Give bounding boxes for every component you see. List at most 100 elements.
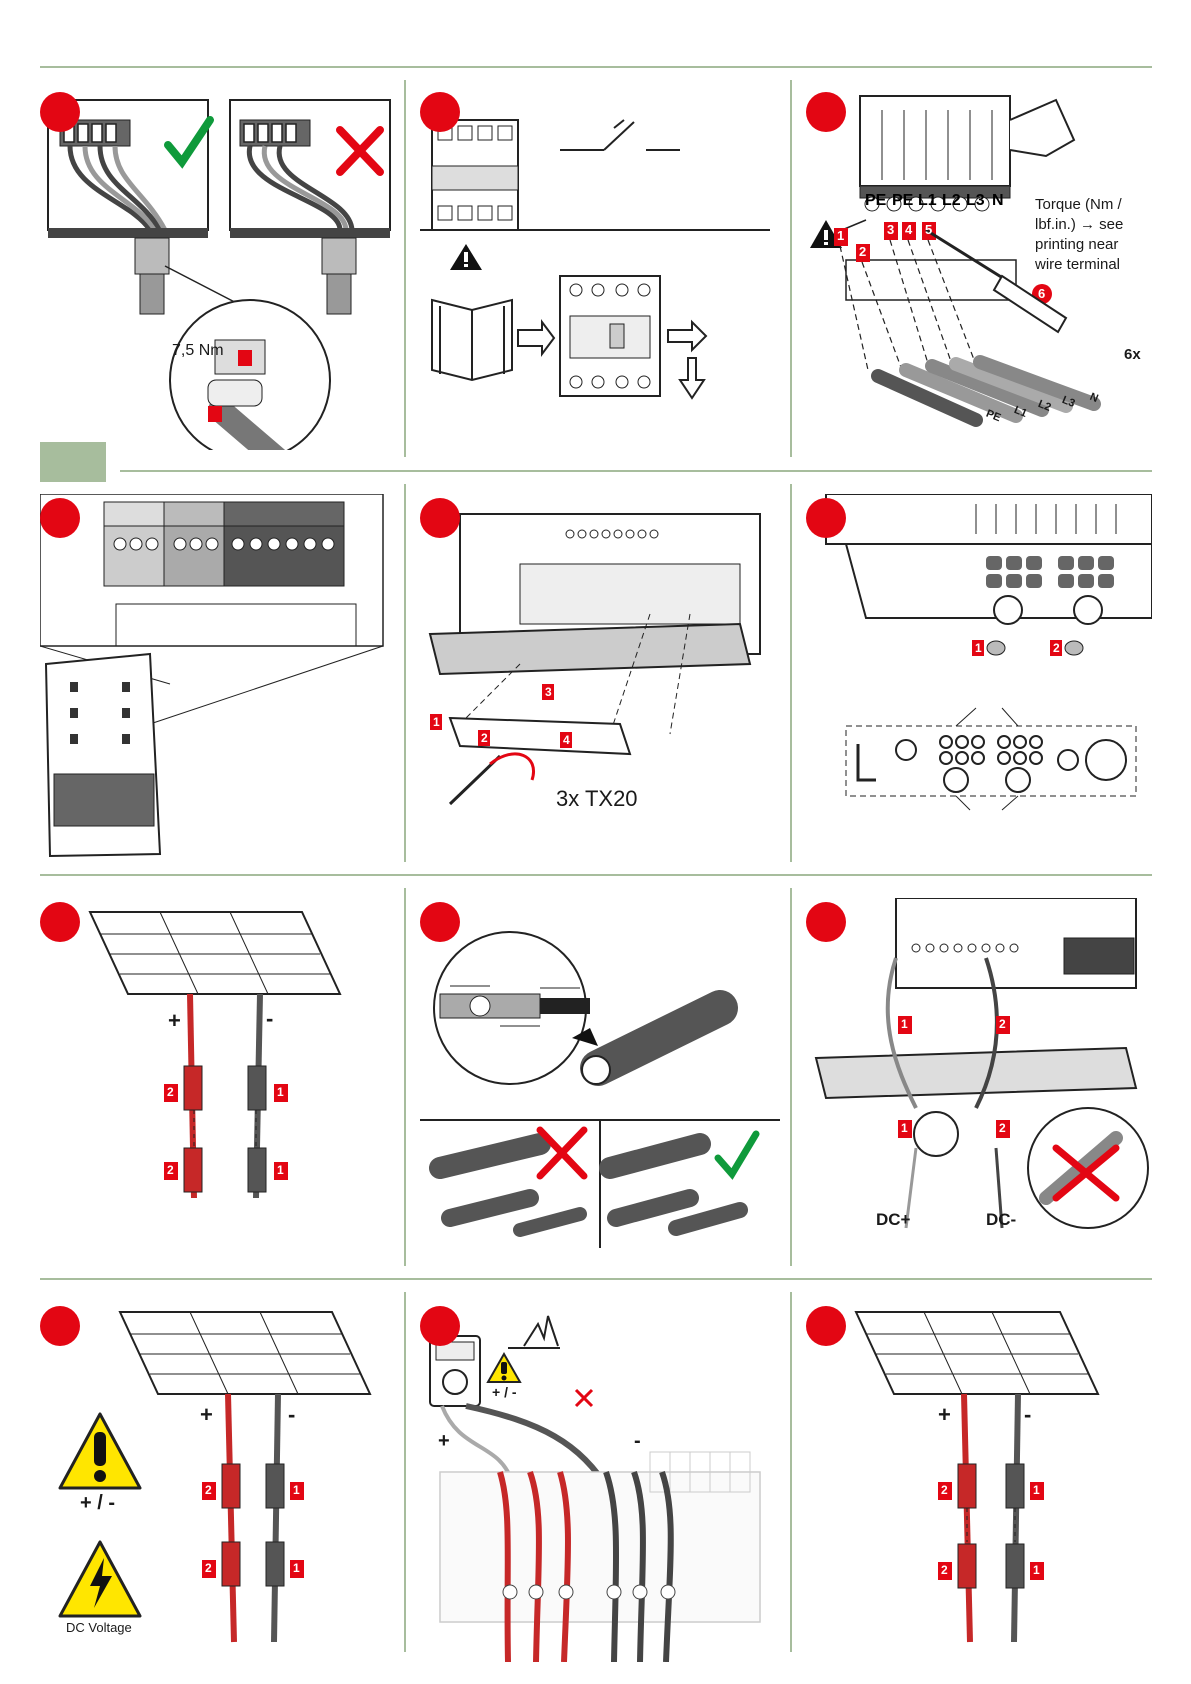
dc-voltage-label: DC Voltage [66,1620,132,1635]
col-divider [790,484,792,862]
polarity-label: + / - [492,1384,517,1400]
step-number: 1 [837,228,844,243]
terminal-overview-illustration [40,494,400,864]
step-number: 1 [901,1017,908,1031]
step-number: 2 [999,1121,1006,1135]
col-divider [790,1292,792,1652]
panel-knockouts [806,494,1152,864]
minus-label: - [288,1402,295,1428]
tool-label: 3x TX20 [556,786,638,812]
knockout-illustration [806,494,1152,864]
step-number: 1 [1033,1483,1040,1497]
panel-pv-connect: + - [40,898,400,1268]
step-badge [420,902,460,942]
panel-breaker-off [420,80,780,450]
manual-icon [432,300,512,380]
plus-label: + [200,1402,213,1428]
step-number: 2 [999,1017,1006,1031]
step-number: 2 [1053,641,1060,655]
cable-gland-illustration [40,80,400,450]
col-divider [790,888,792,1266]
step-number: 2 [859,244,866,259]
plus-label: + [438,1430,450,1453]
cable-strip-illustration [420,898,780,1268]
terminal-label: L2 [942,192,961,210]
torque-note-line: Torque (Nm / [1035,196,1122,213]
step-badge [420,498,460,538]
panel-pv-warning: + - + / - DC Voltage [40,1302,400,1662]
step-number: 2 [941,1563,948,1577]
terminal-label: PE [865,192,886,210]
polarity-label: + / - [80,1492,115,1515]
torque-label: 7,5 Nm [172,342,224,360]
plus-label: + [168,1008,181,1034]
step-badge [806,92,846,132]
step-badge [806,902,846,942]
terminal-label: L1 [918,192,937,210]
step-number: 2 [941,1483,948,1497]
step-number: 1 [293,1561,300,1575]
step-badge [40,1306,80,1346]
breaker-illustration [420,80,780,450]
pv-array-illustration [40,898,400,1268]
panel-pv-reconnect: + - [806,1302,1152,1662]
row-divider-1 [40,66,1152,68]
step-badge [40,902,80,942]
check-icon [718,1134,756,1174]
panel-polarity-check: + / - + - [420,1302,780,1662]
step-number: 1 [975,641,982,655]
panel-cable-strip [420,898,780,1268]
step-number: 2 [205,1483,212,1497]
step-number: 2 [481,731,488,745]
repeat-count: 6x [1124,346,1141,363]
step-number: 1 [1033,1563,1040,1577]
plus-label: + [938,1402,951,1428]
panel-cable-gland: 7,5 Nm [40,80,400,450]
step-number: 6 [1038,286,1045,301]
step-number: 1 [293,1483,300,1497]
step-number: 1 [277,1163,284,1177]
pv-reconnect-illustration [806,1302,1152,1662]
step-badge [420,92,460,132]
step-number: 5 [925,222,932,237]
minus-label: - [634,1430,641,1453]
col-divider [404,484,406,862]
step-badge [420,1306,460,1346]
step-badge [40,92,80,132]
panel-terminal-overview [40,494,400,864]
col-divider [790,80,792,457]
row-divider-2 [120,470,1152,472]
step-number: 2 [167,1163,174,1177]
terminal-label: N [992,192,1004,210]
torque-note-line: wire terminal [1035,256,1120,273]
step-number: 1 [277,1085,284,1099]
check-icon [168,120,210,162]
col-divider [404,1292,406,1652]
terminal-label: L3 [966,192,985,210]
minus-label: - [1024,1402,1031,1428]
minus-label: - [266,1006,273,1032]
dc-plus-label: DC+ [876,1210,910,1230]
step-number: 4 [563,733,570,747]
row-divider-3 [40,874,1152,876]
row-divider-4 [40,1278,1152,1280]
step-number: 4 [905,222,912,237]
step-number: 3 [545,685,552,699]
panel-ac-terminal: PE PE L1 L2 L3 N Torque (Nm / lbf.in.) →… [806,80,1152,450]
step-number: 1 [433,715,440,729]
step-number: 2 [205,1561,212,1575]
polarity-check-illustration [420,1302,780,1662]
torque-note-line: printing near [1035,236,1118,253]
terminal-label: PE [892,192,913,210]
step-badge [806,498,846,538]
dc-entry-illustration [806,898,1152,1268]
step-badge [40,498,80,538]
panel-cover-screws: 3x TX20 [420,494,780,864]
col-divider [404,80,406,457]
step-badge [806,1306,846,1346]
step-number: 2 [167,1085,174,1099]
pv-warning-illustration [40,1302,400,1662]
step-number: 1 [901,1121,908,1135]
panel-dc-entry: DC+ DC- [806,898,1152,1268]
col-divider [404,888,406,1266]
